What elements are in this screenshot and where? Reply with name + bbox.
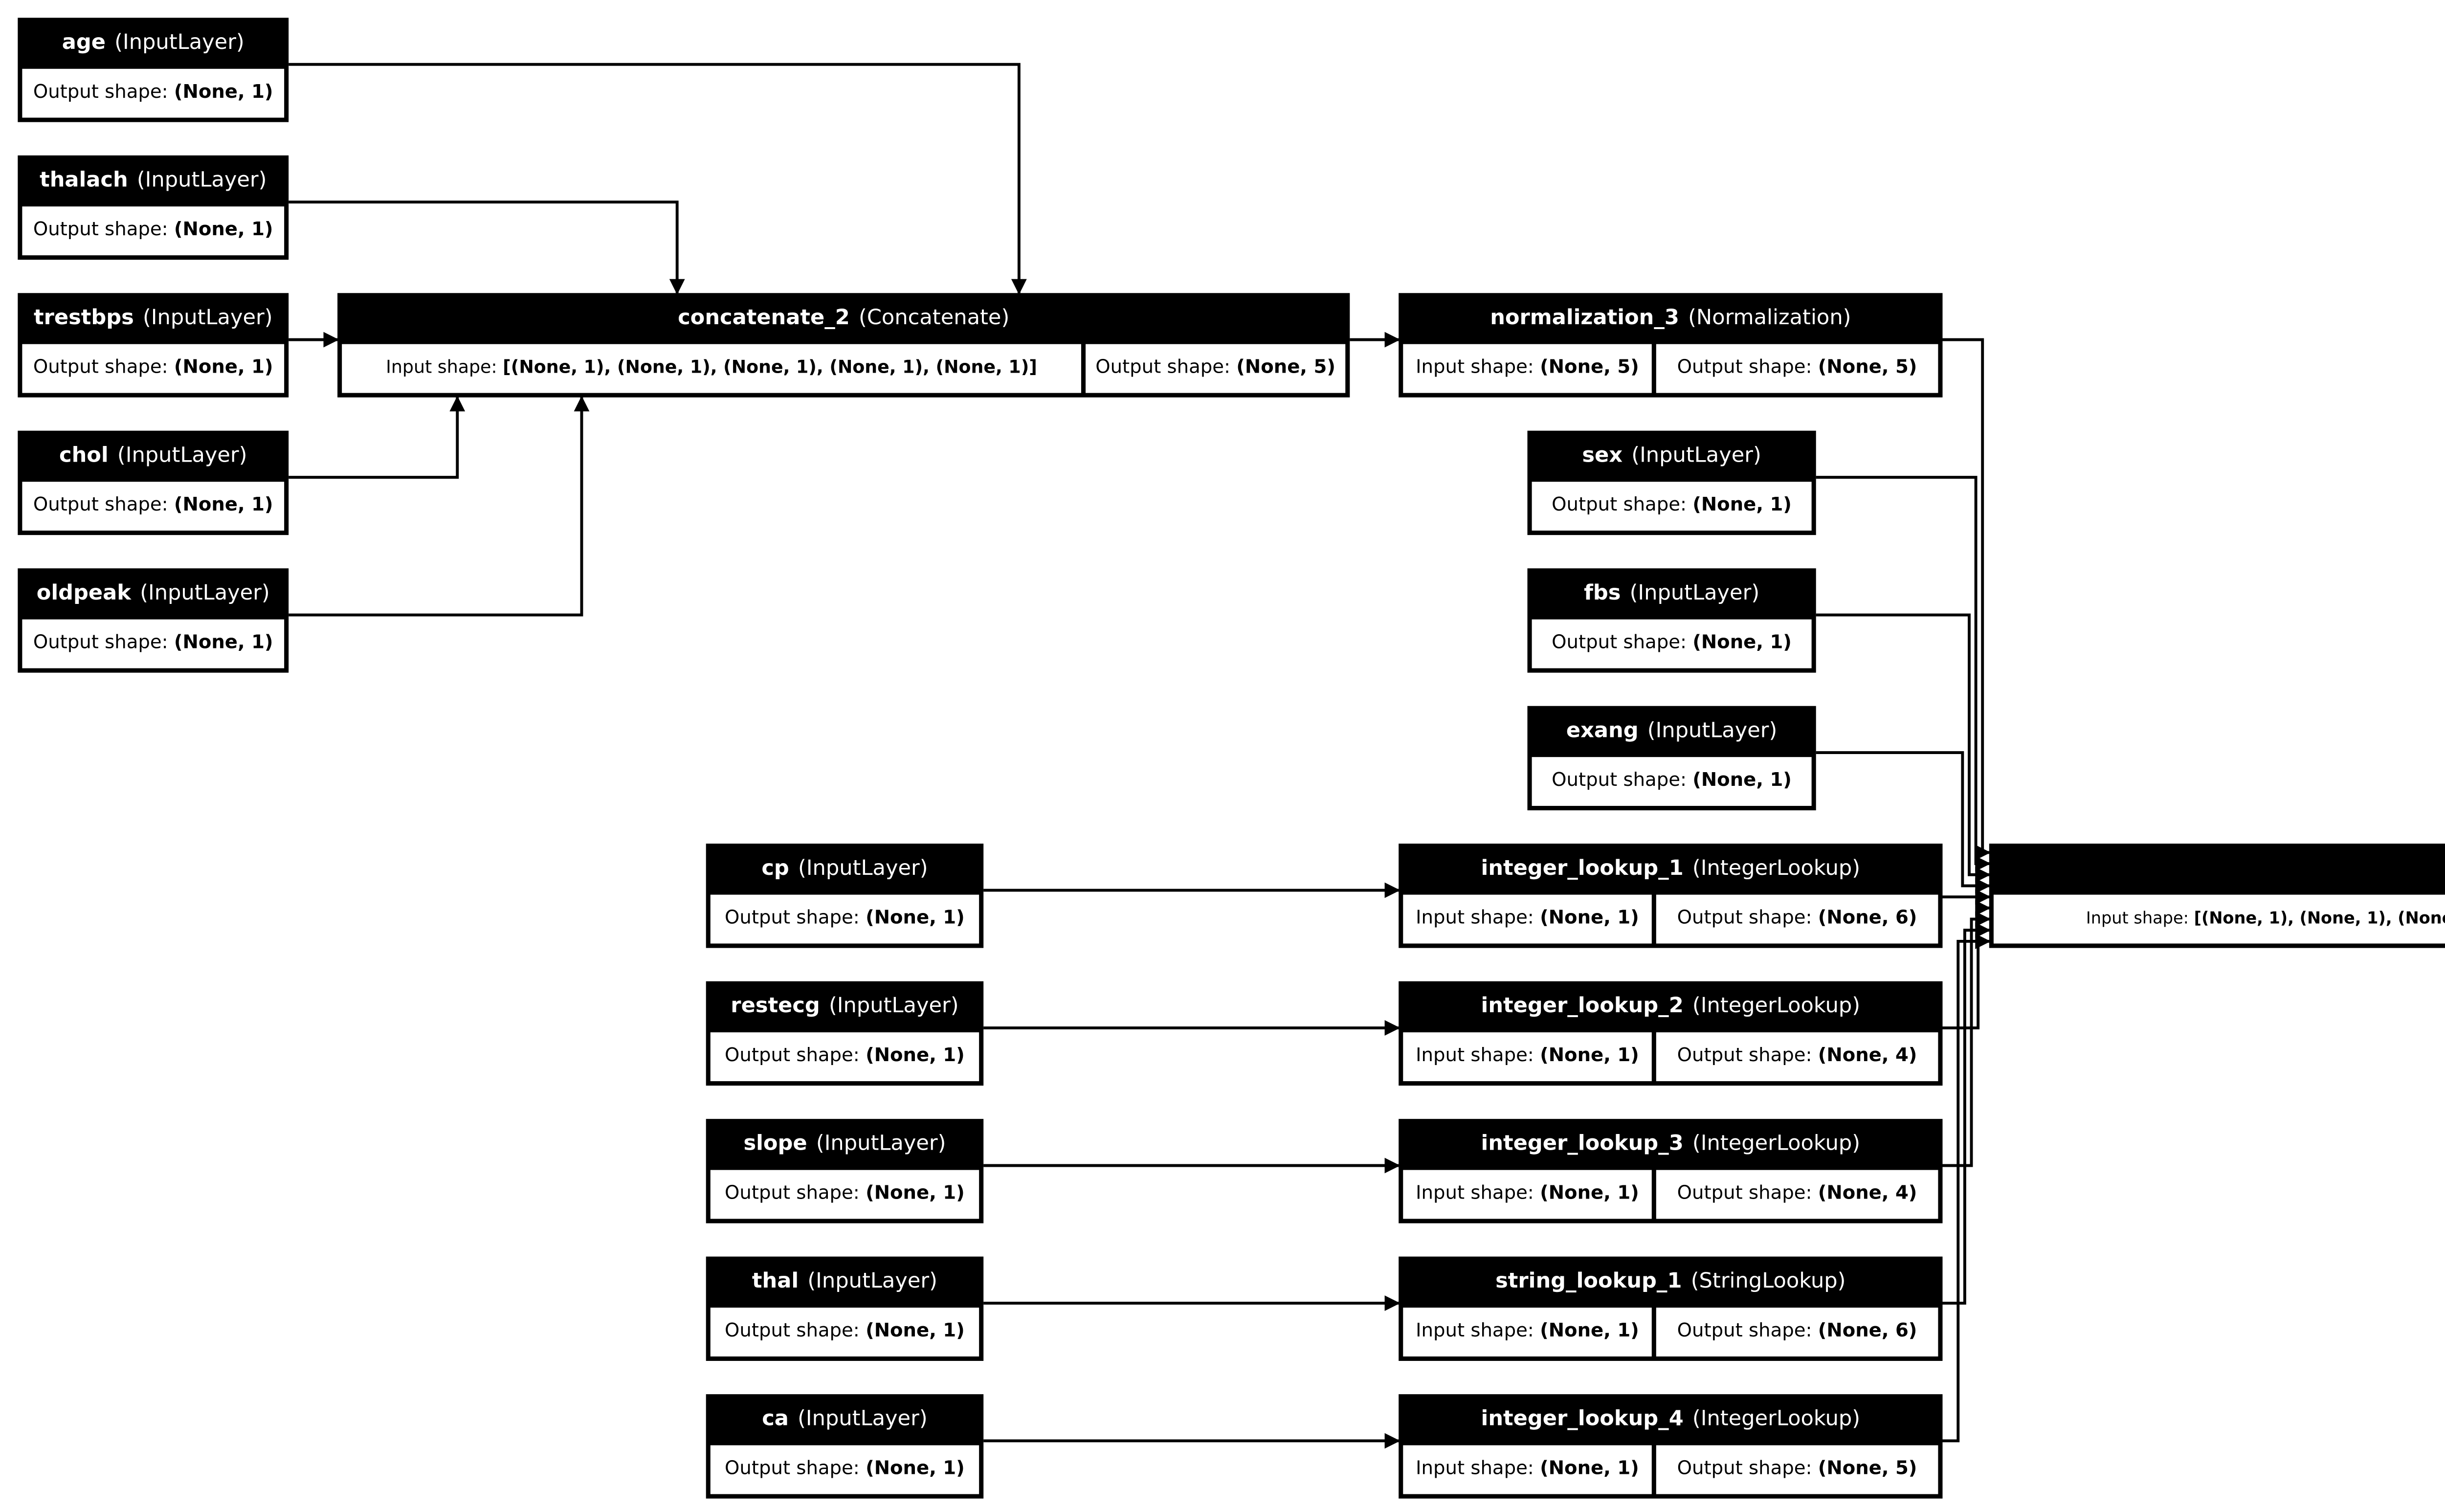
edge-fbs-to-concatenate_3 [1816, 613, 1991, 883]
node-ca-title: ca(InputLayer) [762, 1407, 928, 1432]
node-exang-output-shape: Output shape: (None, 1) [1532, 757, 1812, 806]
node-slope: slope(InputLayer) Output shape: (None, 1… [706, 1119, 984, 1223]
edge-sex-to-concatenate_3 [1816, 476, 1991, 871]
node-trestbps-title: trestbps(InputLayer) [33, 306, 273, 331]
node-restecg: restecg(InputLayer) Output shape: (None,… [706, 981, 984, 1086]
node-age-title: age(InputLayer) [62, 31, 244, 56]
node-age: age(InputLayer) Output shape: (None, 1) [18, 18, 289, 122]
node-normalization_3-input-shape: Input shape: (None, 5) [1403, 344, 1652, 393]
node-integer_lookup_1: integer_lookup_1(IntegerLookup) Input sh… [1399, 844, 1943, 948]
node-thal-title: thal(InputLayer) [752, 1269, 937, 1294]
node-integer_lookup_4-output-shape: Output shape: (None, 5) [1656, 1445, 1938, 1494]
node-ca-output-shape: Output shape: (None, 1) [710, 1445, 979, 1494]
edge-integer_lookup_4-to-concatenate_3 [1942, 934, 1991, 1443]
node-concatenate_2-output-shape: Output shape: (None, 5) [1086, 344, 1346, 393]
node-restecg-output-shape: Output shape: (None, 1) [710, 1032, 979, 1081]
node-chol: chol(InputLayer) Output shape: (None, 1) [18, 430, 289, 535]
node-slope-output-shape: Output shape: (None, 1) [710, 1170, 979, 1219]
node-integer_lookup_3-input-shape: Input shape: (None, 1) [1403, 1170, 1652, 1219]
node-concatenate_2-title: concatenate_2(Concatenate) [678, 306, 1010, 331]
node-integer_lookup_4: integer_lookup_4(IntegerLookup) Input sh… [1399, 1394, 1943, 1499]
edge-string_lookup_1-to-concatenate_3 [1942, 922, 1991, 1305]
edge-chol-to-concatenate_2 [289, 396, 466, 479]
node-integer_lookup_2-output-shape: Output shape: (None, 4) [1656, 1032, 1938, 1081]
node-concatenate_2: concatenate_2(Concatenate) Input shape: … [337, 293, 1350, 398]
node-fbs-title: fbs(InputLayer) [1584, 581, 1760, 606]
node-thalach-output-shape: Output shape: (None, 1) [22, 206, 285, 256]
node-sex-title: sex(InputLayer) [1582, 444, 1761, 468]
node-oldpeak-title: oldpeak(InputLayer) [36, 581, 270, 606]
node-oldpeak-output-shape: Output shape: (None, 1) [22, 619, 285, 668]
node-integer_lookup_3-title: integer_lookup_3(IntegerLookup) [1481, 1132, 1861, 1157]
node-integer_lookup_2: integer_lookup_2(IntegerLookup) Input sh… [1399, 981, 1943, 1086]
node-integer_lookup_1-output-shape: Output shape: (None, 6) [1656, 894, 1938, 944]
node-concatenate_3-input-shape: Input shape: [(None, 1), (None, 1), (Non… [1993, 894, 2445, 944]
node-normalization_3-title: normalization_3(Normalization) [1490, 306, 1851, 331]
node-integer_lookup_2-input-shape: Input shape: (None, 1) [1403, 1032, 1652, 1081]
node-string_lookup_1-output-shape: Output shape: (None, 6) [1656, 1308, 1938, 1356]
node-chol-title: chol(InputLayer) [59, 444, 247, 468]
node-integer_lookup_4-title: integer_lookup_4(IntegerLookup) [1481, 1407, 1861, 1432]
node-integer_lookup_1-title: integer_lookup_1(IntegerLookup) [1481, 857, 1861, 882]
edge-age-to-concatenate_2 [289, 63, 1027, 295]
node-string_lookup_1: string_lookup_1(StringLookup) Input shap… [1399, 1256, 1943, 1361]
node-normalization_3: normalization_3(Normalization) Input sha… [1399, 293, 1943, 398]
node-concatenate_3-title: concatenate_3(Concatenate) [1989, 844, 2445, 894]
edge-integer_lookup_2-to-concatenate_3 [1942, 900, 1991, 1029]
node-normalization_3-output-shape: Output shape: (None, 5) [1656, 344, 1938, 393]
node-fbs: fbs(InputLayer) Output shape: (None, 1) [1527, 568, 1816, 673]
node-integer_lookup_3: integer_lookup_3(IntegerLookup) Input sh… [1399, 1119, 1943, 1223]
node-concatenate_2-input-shape: Input shape: [(None, 1), (None, 1), (Non… [342, 344, 1081, 393]
node-exang-title: exang(InputLayer) [1566, 719, 1778, 744]
edge-integer_lookup_3-to-concatenate_3 [1942, 911, 1991, 1167]
node-concatenate_3: concatenate_3(Concatenate) Input shape: … [1989, 844, 2445, 948]
node-sex: sex(InputLayer) Output shape: (None, 1) [1527, 430, 1816, 535]
node-cp: cp(InputLayer) Output shape: (None, 1) [706, 844, 984, 948]
node-ca: ca(InputLayer) Output shape: (None, 1) [706, 1394, 984, 1499]
edge-normalization_3-to-concatenate_3 [1942, 338, 1991, 861]
node-thal-output-shape: Output shape: (None, 1) [710, 1308, 979, 1356]
node-trestbps: trestbps(InputLayer) Output shape: (None… [18, 293, 289, 398]
node-integer_lookup_1-input-shape: Input shape: (None, 1) [1403, 894, 1652, 944]
node-integer_lookup_3-output-shape: Output shape: (None, 4) [1656, 1170, 1938, 1219]
node-cp-title: cp(InputLayer) [761, 857, 928, 882]
edge-oldpeak-to-concatenate_2 [289, 396, 590, 617]
node-chol-output-shape: Output shape: (None, 1) [22, 482, 285, 531]
node-string_lookup_1-title: string_lookup_1(StringLookup) [1495, 1269, 1846, 1294]
node-trestbps-output-shape: Output shape: (None, 1) [22, 344, 285, 393]
edge-thalach-to-concatenate_2 [289, 200, 685, 295]
node-thalach-title: thalach(InputLayer) [40, 169, 267, 193]
node-string_lookup_1-input-shape: Input shape: (None, 1) [1403, 1308, 1652, 1356]
node-cp-output-shape: Output shape: (None, 1) [710, 894, 979, 944]
node-thalach: thalach(InputLayer) Output shape: (None,… [18, 155, 289, 260]
node-exang: exang(InputLayer) Output shape: (None, 1… [1527, 706, 1816, 811]
node-restecg-title: restecg(InputLayer) [731, 994, 959, 1019]
node-slope-title: slope(InputLayer) [743, 1132, 946, 1157]
node-fbs-output-shape: Output shape: (None, 1) [1532, 619, 1812, 668]
node-integer_lookup_4-input-shape: Input shape: (None, 1) [1403, 1445, 1652, 1494]
node-thal: thal(InputLayer) Output shape: (None, 1) [706, 1256, 984, 1361]
node-age-output-shape: Output shape: (None, 1) [22, 68, 285, 118]
node-oldpeak: oldpeak(InputLayer) Output shape: (None,… [18, 568, 289, 673]
node-sex-output-shape: Output shape: (None, 1) [1532, 482, 1812, 531]
node-integer_lookup_2-title: integer_lookup_2(IntegerLookup) [1481, 994, 1861, 1019]
